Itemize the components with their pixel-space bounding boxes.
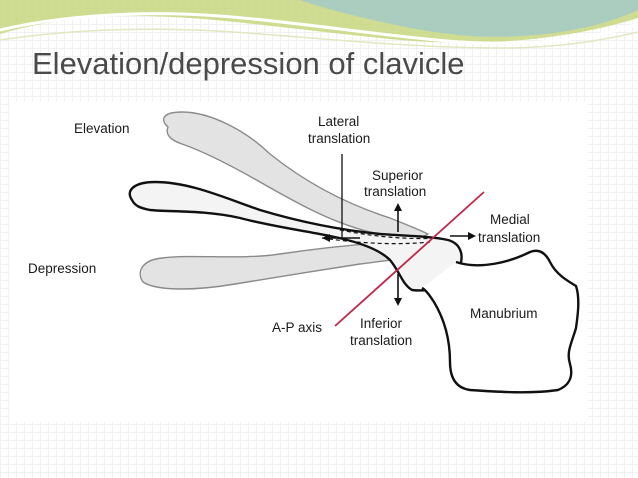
label-superior-2: translation	[364, 184, 426, 199]
label-lateral-2: translation	[308, 131, 370, 146]
lateral-translation-dashed	[321, 237, 431, 245]
medial-arrowhead	[468, 232, 476, 240]
label-lateral-1: Lateral	[318, 114, 359, 129]
page-title: Elevation/depression of clavicle	[32, 46, 465, 81]
label-elevation: Elevation	[74, 121, 130, 136]
lateral-arrowhead	[322, 234, 330, 242]
decorative-banner	[0, 0, 638, 49]
inferior-arrowhead	[394, 298, 402, 306]
label-inferior-2: translation	[350, 333, 412, 348]
label-ap-axis: A-P axis	[272, 320, 322, 335]
lateral-translation-dashed-2	[339, 229, 441, 240]
figure-panel: Elevation Lateral translation Superior t…	[10, 102, 588, 422]
superior-arrowhead	[394, 203, 402, 211]
label-manubrium: Manubrium	[470, 306, 538, 321]
clavicle-diagram: Elevation Lateral translation Superior t…	[28, 111, 580, 394]
label-medial-1: Medial	[490, 212, 530, 227]
label-inferior-1: Inferior	[360, 316, 403, 331]
elevated-clavicle	[162, 111, 430, 239]
ap-axis-line	[334, 191, 485, 327]
label-superior-1: Superior	[372, 168, 424, 183]
label-medial-2: translation	[478, 230, 540, 245]
label-depression: Depression	[28, 261, 96, 276]
manubrium-bone	[421, 249, 580, 394]
